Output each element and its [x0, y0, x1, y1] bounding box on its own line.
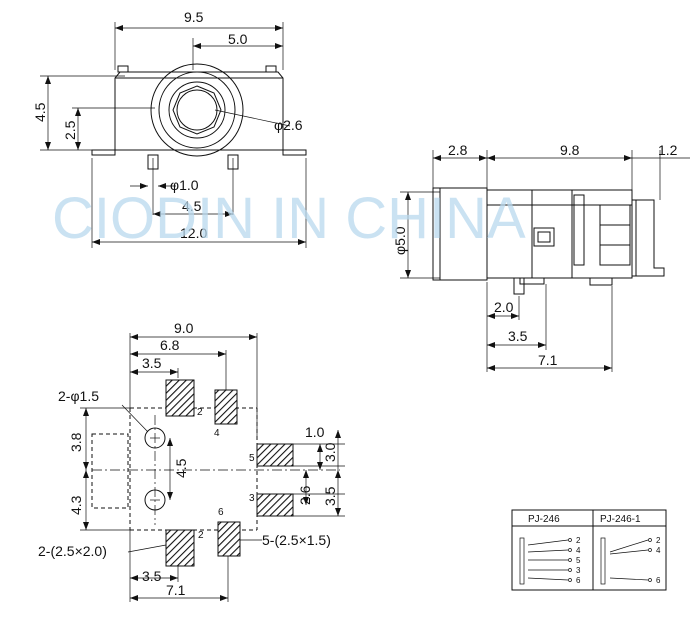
side-dim-9-8: 9.8 [560, 142, 580, 158]
pcb-dim-3-5-right: 3.5 [322, 486, 338, 506]
pad-pin-4 [214, 389, 238, 425]
pcb-pin-label-6: 6 [218, 507, 224, 518]
pcb-dim-6-8: 6.8 [160, 337, 180, 353]
front-dim-9-5: 9.5 [184, 9, 204, 25]
front-dim-phi-1-0: φ1.0 [170, 177, 199, 193]
pcb-pin-label-4: 4 [214, 428, 220, 439]
pcb-dim-2-phi-1-5: 2-φ1.5 [58, 388, 99, 404]
pcb-pin-label-2-bottom: 2 [198, 530, 204, 541]
front-dim-2-5-height: 2.5 [62, 120, 78, 140]
side-dim-3-5: 3.5 [508, 328, 528, 344]
pcb-dim-9-0: 9.0 [174, 320, 194, 336]
pcb-dim-3-5-bottom: 3.5 [142, 568, 162, 584]
schematic-table: PJ-246 PJ-246-1 2 4 5 3 6 2 4 6 [511, 509, 667, 591]
pcb-dim-2-6: 2.6 [297, 485, 313, 505]
side-dim-7-1: 7.1 [538, 352, 558, 368]
side-dim-2-8: 2.8 [448, 142, 468, 158]
front-dim-phi-2-6: φ2.6 [274, 117, 303, 133]
pad-pin-6 [217, 521, 241, 557]
pcb-dim-5-pads: 5-(2.5×1.5) [262, 532, 331, 548]
schematic-right-pin-2: 2 [656, 536, 661, 545]
pad-pin-2-top [165, 379, 195, 417]
pcb-dim-3-5-top: 3.5 [142, 355, 162, 371]
schematic-model-pj-246-1: PJ-246-1 [600, 514, 641, 525]
schematic-left-pin-4: 4 [576, 546, 581, 555]
pcb-dim-4-5: 4.5 [173, 458, 189, 478]
pcb-pin-label-5: 5 [249, 453, 255, 464]
pcb-pin-label-2-top: 2 [197, 407, 203, 418]
schematic-right-pin-4: 4 [656, 546, 661, 555]
side-dim-phi-5-0: φ5.0 [392, 226, 408, 255]
pcb-dim-1-0: 1.0 [305, 424, 325, 440]
pad-pin-5 [256, 443, 294, 467]
front-dim-5-0: 5.0 [228, 31, 248, 47]
pcb-dim-3-0: 3.0 [322, 442, 338, 462]
front-view: 9.5 5.0 4.5 2.5 φ2.6 [32, 9, 307, 248]
pcb-layout: 9.0 6.8 3.5 2-φ1.5 3.8 4.3 4.5 [38, 320, 345, 602]
pcb-dim-7-1: 7.1 [166, 582, 186, 598]
watermark-text: CIODIN IN CHINA [52, 186, 526, 251]
side-dim-1-2: 1.2 [658, 142, 678, 158]
schematic-right-pin-6: 6 [656, 576, 661, 585]
front-dim-12-0: 12.0 [180, 225, 207, 241]
side-dim-2-0: 2.0 [494, 299, 514, 315]
pcb-dim-2-pads: 2-(2.5×2.0) [38, 543, 107, 559]
schematic-left-pin-3: 3 [576, 566, 581, 575]
side-view: 2.8 9.8 1.2 φ5.0 [392, 142, 690, 372]
schematic-model-pj-246: PJ-246 [528, 514, 560, 525]
pcb-dim-4-3: 4.3 [68, 495, 84, 515]
schematic-left-pin-5: 5 [576, 556, 581, 565]
pad-pin-3 [256, 493, 294, 517]
pcb-pin-label-3: 3 [249, 493, 255, 504]
schematic-left-pin-2: 2 [576, 536, 581, 545]
pad-pin-2-bottom [165, 529, 195, 567]
schematic-left-pin-6: 6 [576, 576, 581, 585]
front-dim-4-5-pins: 4.5 [182, 198, 202, 214]
pcb-dim-3-8: 3.8 [68, 432, 84, 452]
front-dim-4-5-height: 4.5 [32, 102, 48, 122]
